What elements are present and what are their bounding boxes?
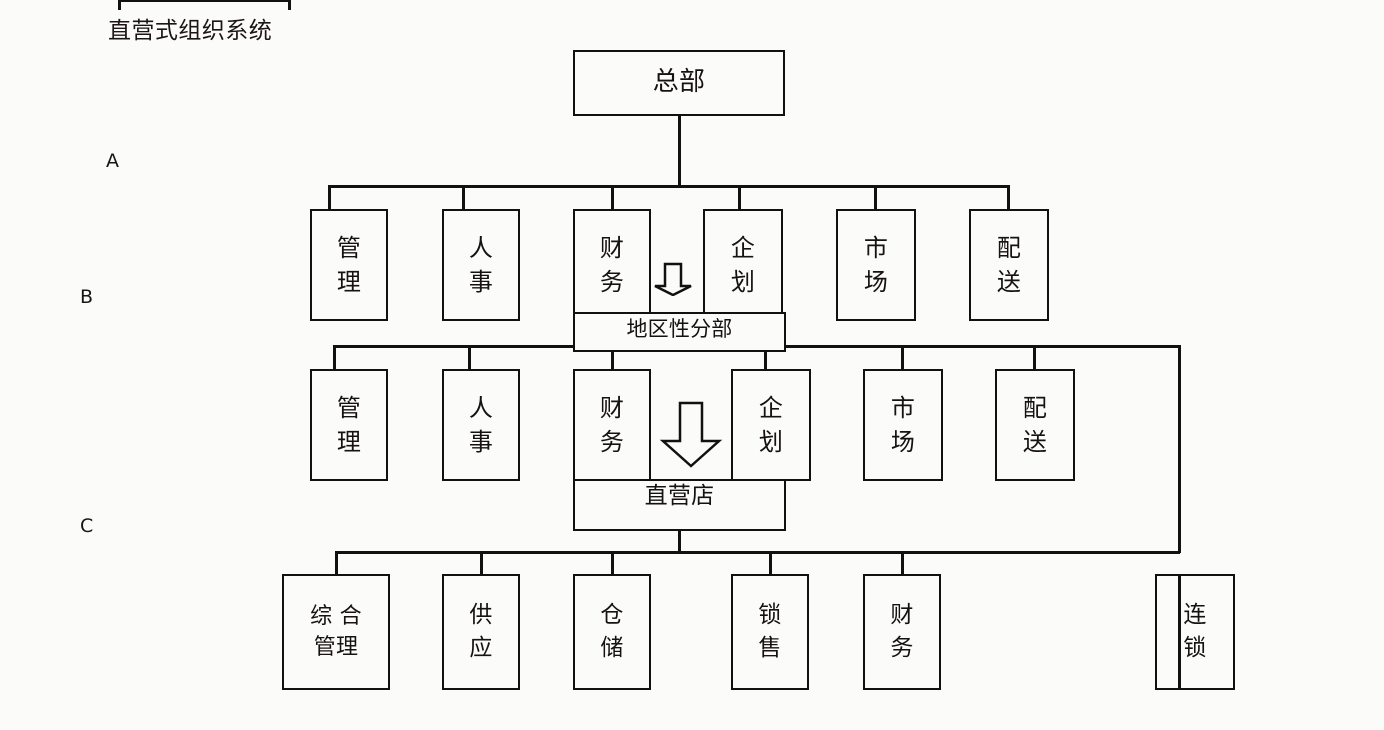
connector-drop-c-2	[468, 345, 471, 370]
node-d-gongying[interactable]: 供 应	[442, 574, 520, 690]
level-label-c: C	[80, 515, 94, 537]
connector-drop-b-4	[738, 185, 741, 210]
connector-drop-c-6	[1033, 345, 1036, 370]
node-label: 管 理	[336, 233, 362, 296]
connector-drop-c-3	[611, 345, 614, 370]
connector-chain-rail	[1178, 345, 1181, 553]
node-label: 连 锁	[1183, 602, 1207, 661]
node-chain[interactable]: 连 锁	[1155, 574, 1235, 690]
node-b-qihua[interactable]: 企 划	[703, 209, 783, 321]
node-headquarters[interactable]: 总部	[573, 50, 785, 116]
node-label: 财 务	[599, 393, 625, 456]
node-c-guanli[interactable]: 管 理	[310, 369, 388, 481]
connector-drop-d-3	[611, 551, 614, 575]
node-label: 综 合 管理	[310, 603, 362, 660]
node-d-xiaoshou[interactable]: 锁 售	[731, 574, 809, 690]
node-label: 总部	[652, 67, 706, 98]
connector-drop-b-1	[328, 185, 331, 210]
connector-drop-b-2	[462, 185, 465, 210]
connector-hq-stem	[678, 116, 681, 187]
connector-drop-c-5	[901, 345, 904, 370]
level-label-b: B	[80, 286, 94, 308]
connector-drop-c-4	[764, 345, 767, 370]
node-c-qihua[interactable]: 企 划	[731, 369, 811, 481]
node-label: 供 应	[469, 602, 493, 661]
connector-drop-b-6	[1007, 185, 1010, 210]
node-c-caiwu[interactable]: 财 务	[573, 369, 651, 481]
node-b-shichang[interactable]: 市 场	[836, 209, 916, 321]
node-d-cangchu[interactable]: 仓 储	[573, 574, 651, 690]
node-direct-store[interactable]: 直营店	[573, 479, 786, 531]
node-label: 地区性分部	[626, 317, 733, 341]
page-title: 直营式组织系统	[108, 18, 273, 44]
node-label: 人 事	[468, 393, 494, 456]
node-c-shichang[interactable]: 市 场	[863, 369, 943, 481]
node-regional-branch[interactable]: 地区性分部	[573, 312, 786, 352]
connector-bus-level-b	[328, 185, 1010, 188]
node-c-peisong[interactable]: 配 送	[995, 369, 1075, 481]
node-d-zonghe-guanli[interactable]: 综 合 管理	[282, 574, 390, 690]
connector-drop-d-5	[901, 551, 904, 575]
node-d-caiwu[interactable]: 财 务	[863, 574, 941, 690]
down-arrow-icon-small	[651, 262, 695, 296]
connector-drop-d-1	[335, 551, 338, 575]
node-label: 企 划	[758, 393, 784, 456]
connector-drop-d-2	[480, 551, 483, 575]
node-b-caiwu[interactable]: 财 务	[573, 209, 651, 321]
node-b-renshi[interactable]: 人 事	[442, 209, 520, 321]
clipped-box-fragment	[118, 0, 290, 12]
connector-drop-d-4	[769, 551, 772, 575]
node-label: 直营店	[644, 483, 715, 509]
node-label: 配 送	[1022, 393, 1048, 456]
clipped-box-fragment-left-edge	[118, 0, 121, 10]
connector-chain-through-line	[1178, 574, 1181, 690]
node-label: 财 务	[890, 602, 914, 661]
connector-drop-b-3	[611, 185, 614, 210]
down-arrow-icon-large	[651, 400, 731, 470]
node-c-renshi[interactable]: 人 事	[442, 369, 520, 481]
node-label: 仓 储	[600, 602, 624, 661]
node-label: 配 送	[996, 233, 1022, 296]
clipped-box-fragment-right-edge	[288, 0, 291, 10]
node-label: 人 事	[468, 233, 494, 296]
connector-drop-c-1	[333, 345, 336, 370]
node-label: 管 理	[336, 393, 362, 456]
connector-bus-level-d	[335, 551, 1180, 554]
connector-store-stem	[678, 529, 681, 553]
node-b-guanli[interactable]: 管 理	[310, 209, 388, 321]
node-label: 财 务	[599, 233, 625, 296]
node-label: 市 场	[863, 233, 889, 296]
node-label: 企 划	[730, 233, 756, 296]
level-label-a: A	[106, 150, 119, 172]
node-label: 锁 售	[758, 602, 782, 661]
node-b-peisong[interactable]: 配 送	[969, 209, 1049, 321]
node-label: 市 场	[890, 393, 916, 456]
connector-drop-b-5	[874, 185, 877, 210]
